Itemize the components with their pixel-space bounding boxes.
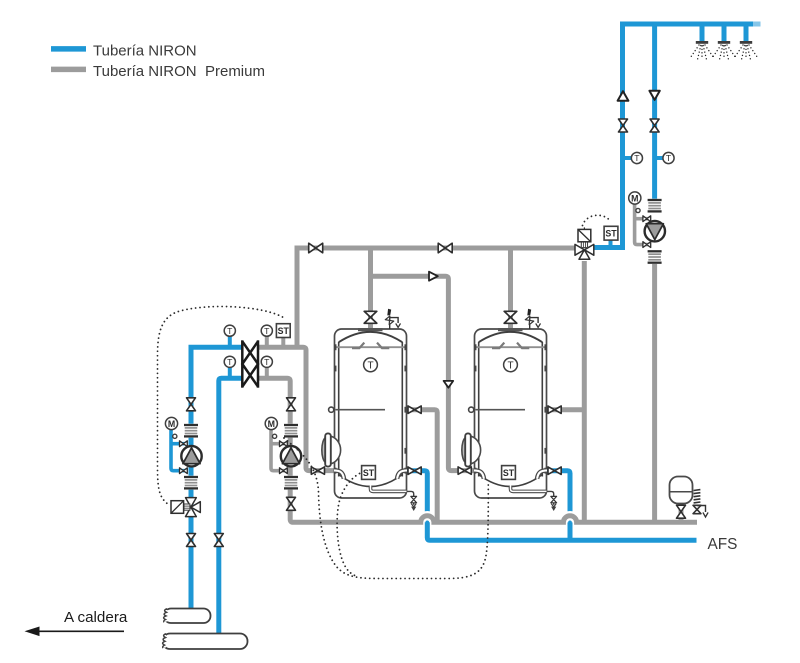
svg-text:Tubería NIRON Premium: Tubería NIRON Premium [93,63,265,80]
svg-text:Tubería NIRON: Tubería NIRON [93,43,197,60]
svg-text:A caldera: A caldera [64,609,128,626]
svg-text:AFS: AFS [708,536,738,553]
